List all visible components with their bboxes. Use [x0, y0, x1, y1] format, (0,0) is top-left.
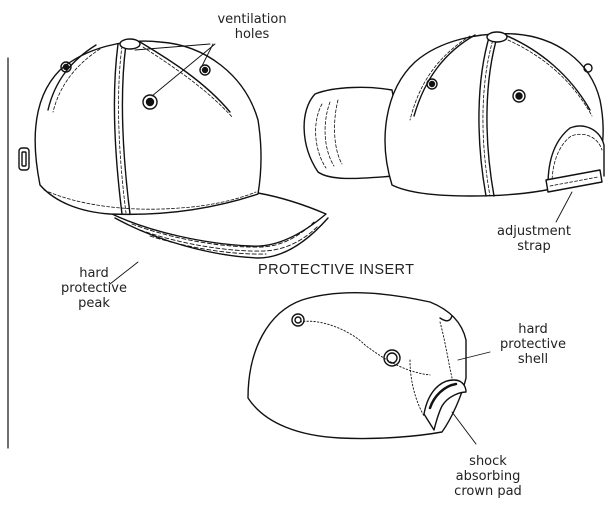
rear-cap-brim [304, 87, 397, 178]
front-cap [19, 39, 328, 284]
label-adjustment-strap: adjustment strap [494, 224, 574, 254]
label-shock-absorbing-crown-pad: shock absorbing crown pad [448, 454, 528, 499]
label-hard-protective-shell: hard protective shell [496, 322, 570, 367]
rear-cap [304, 32, 604, 222]
protective-insert [248, 293, 490, 444]
label-hard-protective-peak: hard protective peak [58, 266, 130, 311]
label-ventilation-holes: ventilation holes [212, 12, 292, 42]
section-heading-protective-insert: PROTECTIVE INSERT [258, 262, 414, 278]
cap-button [120, 39, 140, 49]
